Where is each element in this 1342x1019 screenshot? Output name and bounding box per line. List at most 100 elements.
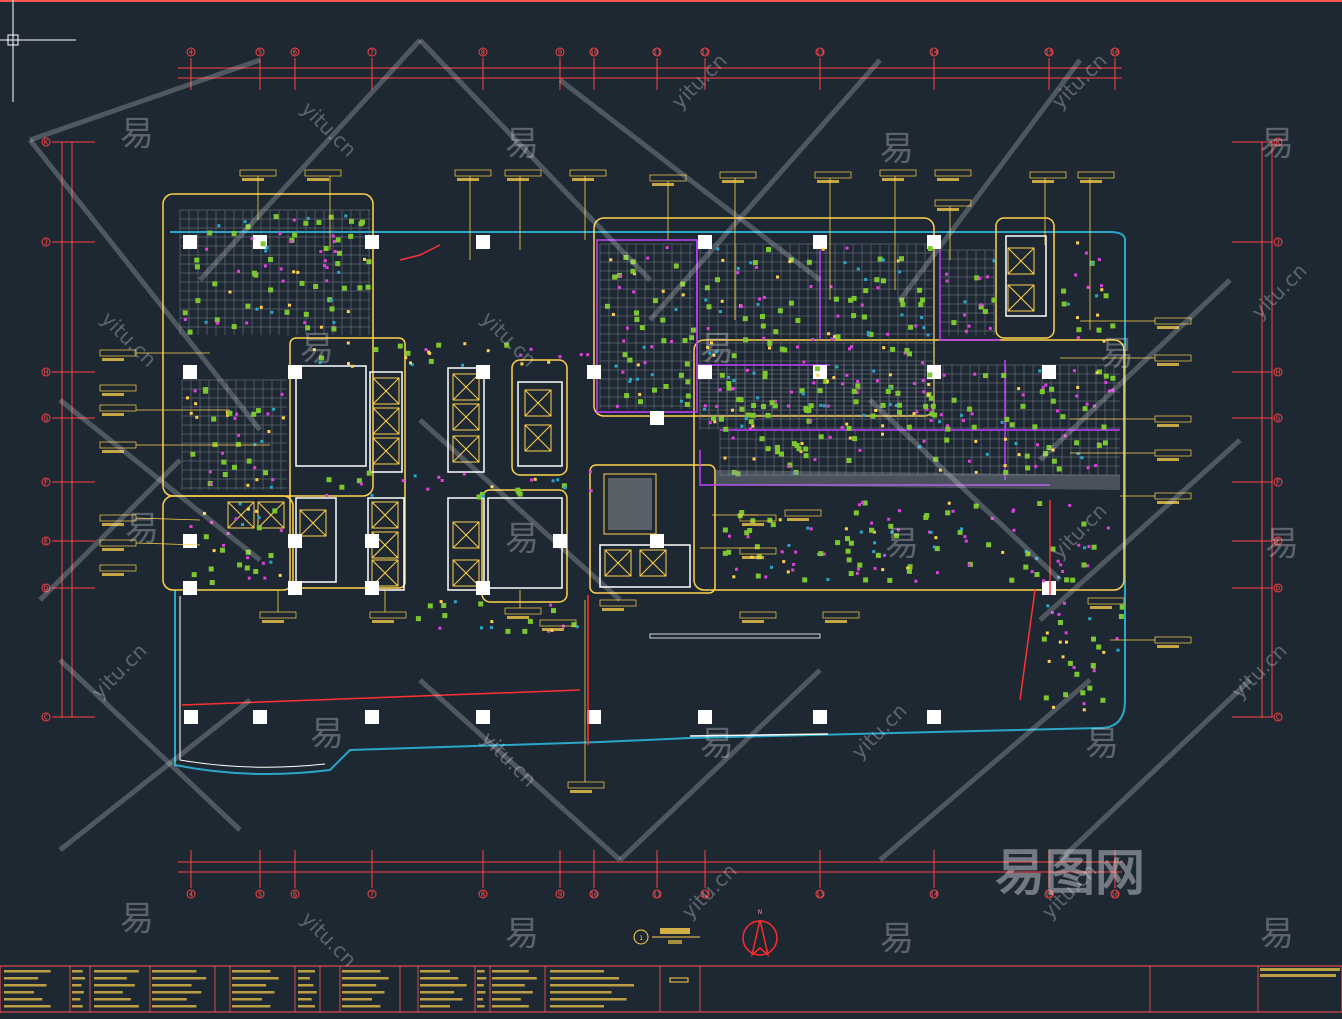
grid-label: 15 — [1045, 891, 1053, 899]
light-fixture — [766, 247, 771, 252]
light-fixture — [1063, 601, 1066, 605]
legend-text-bar — [72, 1005, 83, 1008]
light-fixture — [974, 470, 978, 474]
light-fixture — [1064, 631, 1068, 635]
light-fixture — [706, 327, 710, 331]
light-fixture — [1102, 339, 1106, 343]
light-fixture — [1044, 383, 1048, 387]
legend-text-bar — [477, 991, 486, 994]
light-fixture — [1106, 526, 1110, 530]
light-fixture — [749, 261, 753, 265]
light-fixture — [863, 288, 869, 294]
light-fixture — [1100, 284, 1103, 288]
light-fixture — [852, 436, 858, 442]
legend-strip — [0, 965, 1342, 1013]
light-fixture — [762, 336, 766, 340]
facade-line — [689, 733, 829, 737]
light-fixture — [193, 389, 197, 393]
light-fixture — [1076, 336, 1080, 340]
light-fixture — [1074, 273, 1078, 277]
light-fixture — [906, 424, 912, 430]
elevator-cross — [1007, 284, 1035, 312]
light-fixture — [829, 285, 833, 289]
light-fixture — [1102, 650, 1106, 654]
light-fixture — [751, 424, 755, 428]
annotation-tag — [569, 169, 607, 177]
annotation-text-bar — [602, 608, 624, 611]
grid-bubble — [1273, 583, 1283, 593]
legend-text-bar — [232, 991, 275, 994]
light-fixture — [556, 478, 560, 482]
grid-bubble — [1110, 889, 1120, 899]
legend-text-bar — [342, 991, 385, 994]
light-fixture — [762, 374, 768, 380]
light-fixture — [869, 527, 875, 533]
legend-text-bar — [420, 991, 455, 994]
legend-text-bar — [152, 984, 192, 987]
light-fixture — [529, 347, 533, 351]
light-fixture — [426, 487, 430, 491]
watermark-char: 易 — [885, 524, 919, 564]
north-label: N — [758, 909, 763, 916]
light-fixture — [855, 571, 859, 575]
light-fixture — [726, 381, 732, 386]
light-fixture — [366, 259, 372, 265]
watermark-char: 易 — [125, 509, 159, 549]
light-fixture — [329, 306, 335, 312]
light-fixture — [233, 416, 237, 420]
light-fixture — [329, 298, 333, 302]
light-fixture — [761, 404, 766, 409]
elevator-shaft — [639, 549, 667, 577]
light-fixture — [681, 293, 685, 297]
light-fixture — [1056, 409, 1059, 413]
watermark-diagonal — [1058, 678, 1252, 862]
light-fixture — [832, 376, 836, 380]
legend-text-bar — [72, 991, 84, 994]
light-fixture — [1009, 422, 1015, 428]
light-fixture — [982, 309, 988, 314]
light-fixture — [881, 568, 885, 572]
light-fixture — [505, 628, 511, 634]
watermark-char: 易 — [700, 724, 734, 764]
light-fixture — [486, 349, 490, 353]
grid-bubble — [700, 47, 710, 57]
light-fixture — [881, 432, 884, 436]
grid-label: F — [1276, 479, 1280, 487]
grid-bubble — [1273, 536, 1283, 546]
light-fixture — [1042, 451, 1048, 457]
light-fixture — [851, 295, 857, 301]
light-fixture — [347, 362, 350, 365]
light-fixture — [1076, 327, 1082, 333]
light-fixture — [740, 305, 743, 308]
light-fixture — [818, 434, 824, 440]
light-fixture — [547, 629, 550, 633]
light-fixture — [323, 264, 326, 267]
light-fixture — [255, 307, 259, 311]
light-fixture — [358, 221, 364, 227]
light-fixture — [245, 321, 249, 325]
annotation-tag — [1154, 492, 1192, 500]
light-fixture — [875, 379, 879, 383]
light-fixture — [436, 342, 442, 348]
light-fixture — [328, 214, 334, 220]
light-fixture — [806, 526, 810, 530]
light-fixture — [833, 335, 836, 339]
light-fixture — [870, 413, 876, 419]
annotation-tag — [1154, 317, 1192, 325]
column — [650, 411, 664, 425]
light-fixture — [253, 466, 257, 470]
light-fixture — [835, 540, 841, 546]
light-fixture — [579, 353, 583, 357]
light-fixture — [256, 525, 262, 531]
grid-label: D — [1276, 585, 1280, 593]
watermark-diagonal — [58, 658, 242, 832]
annotation-text-bar — [1157, 645, 1179, 648]
light-fixture — [973, 372, 977, 376]
light-fixture — [259, 305, 263, 309]
light-fixture — [1057, 575, 1061, 579]
light-fixture — [1102, 440, 1108, 446]
building-outline — [170, 231, 1126, 775]
light-fixture — [851, 388, 857, 394]
